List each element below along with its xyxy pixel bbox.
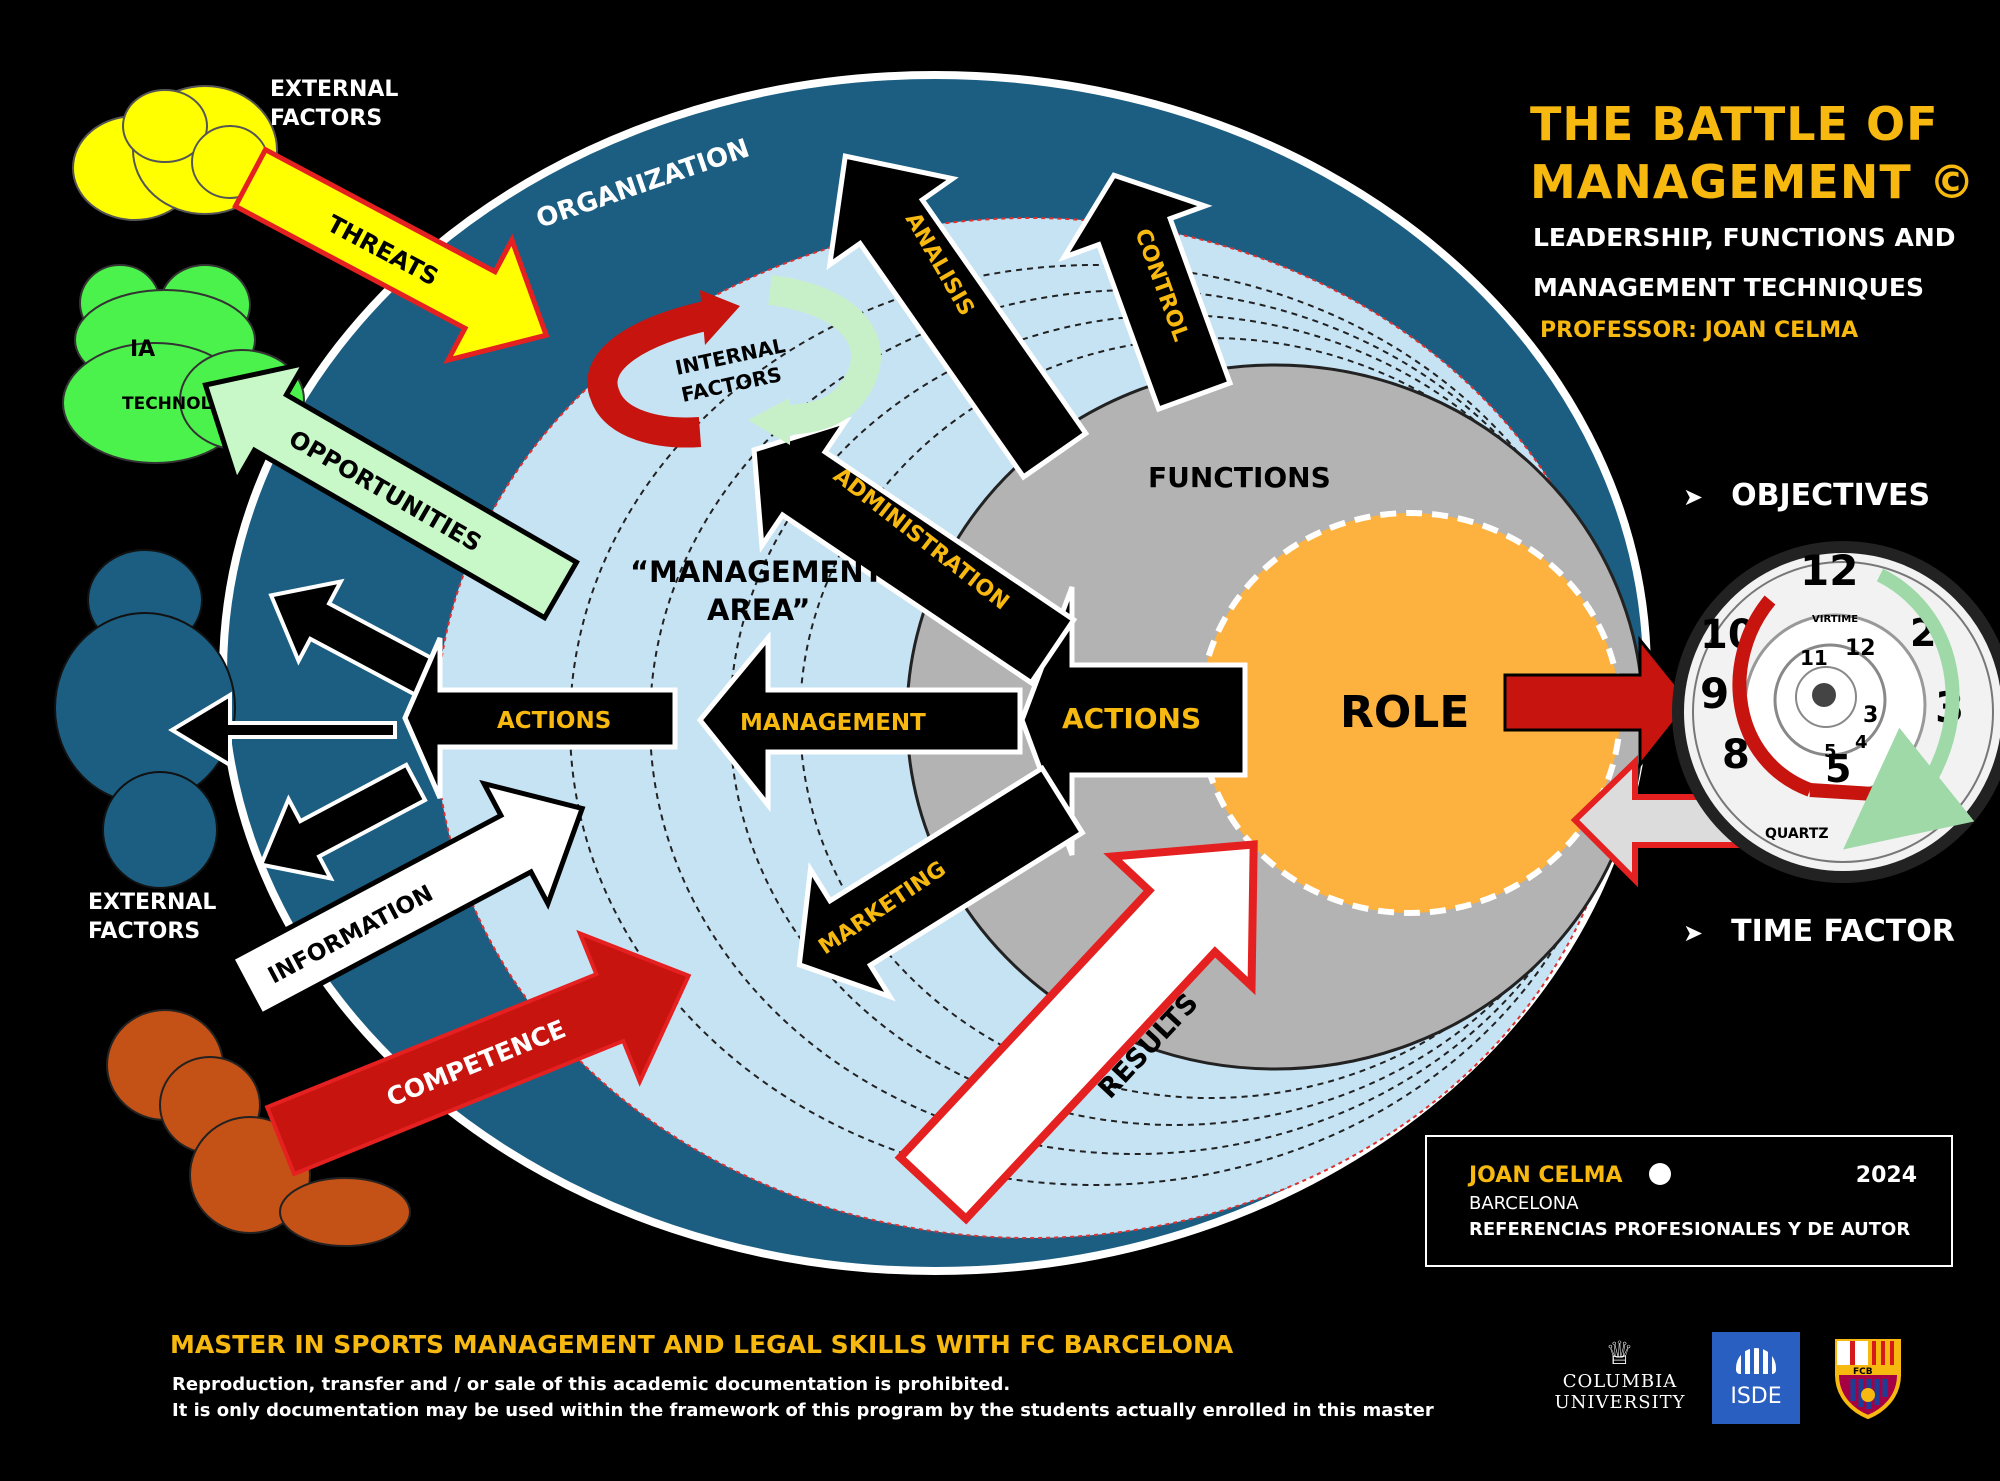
- isde-emblem-icon: [1736, 1348, 1776, 1374]
- svg-text:9: 9: [1700, 669, 1729, 718]
- clock-brand: QUARTZ: [1765, 826, 1829, 842]
- svg-text:11: 11: [1800, 646, 1828, 670]
- external-factors-left-line1: EXTERNAL: [88, 890, 217, 915]
- svg-text:4: 4: [1855, 732, 1868, 753]
- credit-refs: REFERENCIAS PROFESIONALES Y DE AUTOR: [1469, 1219, 1911, 1240]
- columbia-logo: ♕ COLUMBIA UNIVERSITY: [1545, 1335, 1695, 1413]
- analisis-arrow: [826, 153, 1090, 481]
- credit-author: JOAN CELMA: [1469, 1163, 1623, 1188]
- title-line2: MANAGEMENT ©: [1530, 155, 1976, 209]
- internal-factors-cycle: [587, 275, 881, 448]
- objectives-bullet: ➤ OBJECTIVES: [1683, 478, 1930, 513]
- football-icon: [1649, 1163, 1671, 1185]
- left-small-arrows: [168, 578, 438, 882]
- time-factor-arrow: [1570, 754, 1743, 888]
- administration-arrow: [751, 416, 1078, 687]
- management-arrow: MANAGEMENT: [696, 631, 1023, 813]
- control-arrow: [1058, 172, 1234, 413]
- clock-brand-2: VIRTIME: [1812, 614, 1858, 625]
- subtitle-line1: LEADERSHIP, FUNCTIONS AND: [1533, 223, 1956, 252]
- objectives-arrow: [1503, 635, 1692, 770]
- management-label: MANAGEMENT: [740, 710, 926, 736]
- marketing-arrow: [796, 764, 1086, 1002]
- svg-text:5: 5: [1824, 741, 1837, 762]
- competence-arrow: COMPETENCE: [264, 929, 692, 1177]
- page-title: THE BATTLE OF MANAGEMENT ©: [1530, 95, 1976, 211]
- time-factor-text: TIME FACTOR: [1731, 914, 1955, 949]
- external-factors-top-line1: EXTERNAL: [270, 77, 399, 102]
- isde-logo: ISDE: [1712, 1332, 1800, 1424]
- people-silhouette: [54, 549, 236, 889]
- svg-text:12: 12: [1845, 636, 1876, 661]
- actions-right-label: ACTIONS: [1062, 702, 1201, 735]
- isde-text: ISDE: [1730, 1384, 1782, 1409]
- functions-label: FUNCTIONS: [1148, 461, 1331, 494]
- external-factors-left-label: EXTERNAL FACTORS: [88, 888, 216, 946]
- fcb-text: FCB: [1853, 1367, 1873, 1377]
- crown-icon: ♕: [1605, 1334, 1635, 1372]
- legal-line1: Reproduction, transfer and / or sale of …: [172, 1374, 1011, 1395]
- title-line1: THE BATTLE OF: [1530, 97, 1939, 151]
- objectives-text: OBJECTIVES: [1731, 478, 1931, 513]
- svg-text:12: 12: [1800, 546, 1858, 595]
- chevron-right-icon: ➤: [1683, 483, 1704, 511]
- actions-left-arrow: ACTIONS: [402, 636, 678, 800]
- master-title: MASTER IN SPORTS MANAGEMENT AND LEGAL SK…: [170, 1330, 1234, 1359]
- legal-line2: It is only documentation may be used wit…: [172, 1400, 1434, 1421]
- credit-box: JOAN CELMA 2024 BARCELONA REFERENCIAS PR…: [1425, 1135, 1953, 1267]
- external-factors-left-line2: FACTORS: [88, 919, 201, 944]
- ia-label: IA: [130, 337, 155, 362]
- subtitle-line2: MANAGEMENT TECHNIQUES: [1533, 273, 1924, 302]
- time-factor-bullet: ➤ TIME FACTOR: [1683, 914, 1955, 949]
- external-factors-top-line2: FACTORS: [270, 106, 383, 131]
- fcb-crest-icon: FCB: [1835, 1339, 1901, 1419]
- actions-left-label: ACTIONS: [497, 708, 611, 734]
- credit-year: 2024: [1855, 1163, 1917, 1188]
- professor-label: PROFESSOR: JOAN CELMA: [1540, 318, 1859, 343]
- management-area-label-2: AREA”: [707, 593, 810, 627]
- role-label: ROLE: [1340, 687, 1469, 738]
- columbia-line2: UNIVERSITY: [1554, 1392, 1686, 1413]
- clock-icon: 12 10 9 8 5 3 2 12 11 3 4 5 QUARTZ VIRTI…: [1672, 541, 2000, 883]
- svg-text:3: 3: [1863, 703, 1878, 728]
- results-arrow: [894, 840, 1258, 1225]
- credit-city: BARCELONA: [1469, 1193, 1579, 1214]
- technology-bubbles: [62, 264, 305, 464]
- columbia-line1: COLUMBIA: [1562, 1371, 1678, 1392]
- chevron-right-icon: ➤: [1683, 919, 1704, 947]
- external-factors-top-label: EXTERNAL FACTORS: [270, 75, 398, 133]
- management-area-label: “MANAGEMENT: [630, 555, 884, 589]
- competence-bubbles: [106, 1009, 411, 1247]
